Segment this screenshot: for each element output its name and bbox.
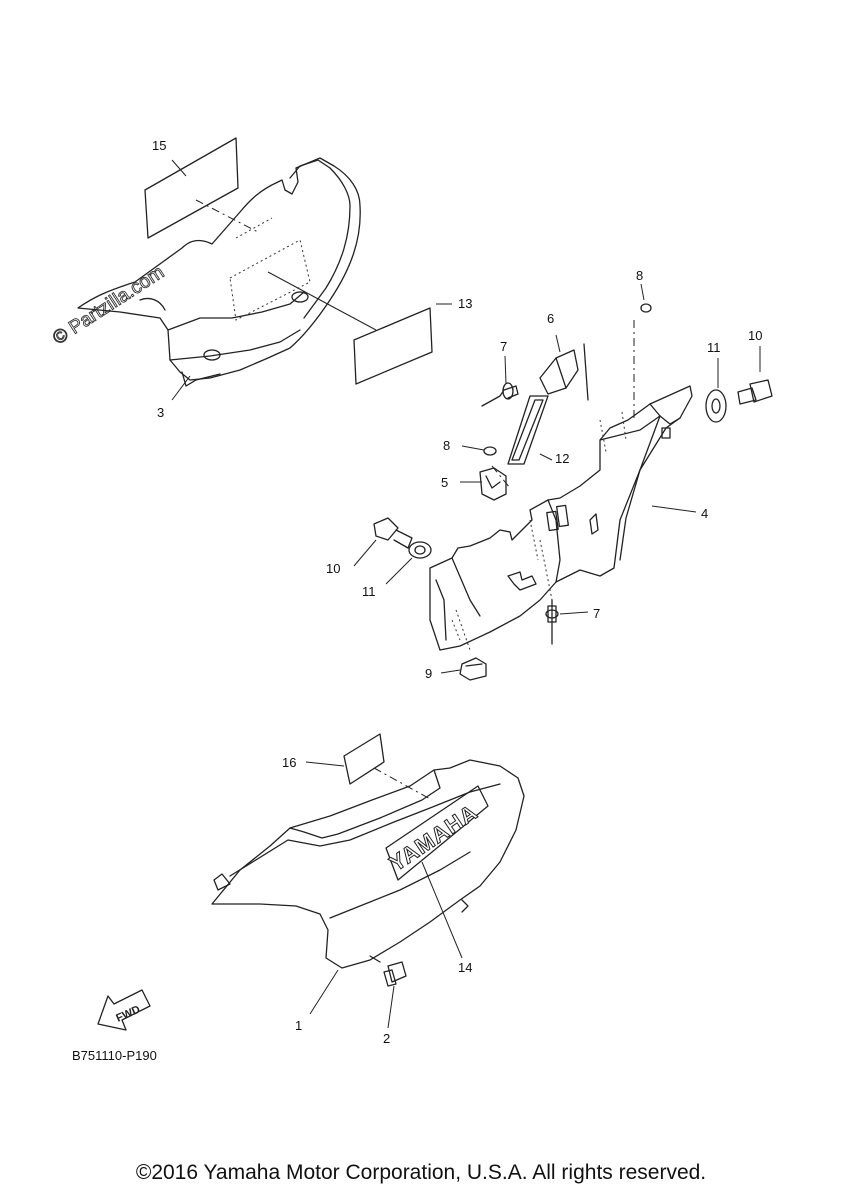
- label-sheet-13: [353, 307, 433, 385]
- callout-14: 14: [458, 960, 472, 975]
- copyright-notice: ©2016 Yamaha Motor Corporation, U.S.A. A…: [135, 1161, 707, 1184]
- fwd-arrow-icon: FWD: [97, 989, 151, 1031]
- holder-6: [539, 343, 589, 401]
- callout-8-upper: 8: [636, 268, 643, 283]
- damper-9: [459, 657, 487, 681]
- callout-9: 9: [425, 666, 432, 681]
- callout-5: 5: [441, 475, 448, 490]
- bracket-assembly: [429, 385, 693, 651]
- rubber-strap: [507, 395, 549, 465]
- callout-12: 12: [555, 451, 569, 466]
- callout-16: 16: [282, 755, 296, 770]
- side-cover-lower: YAMAHA: [211, 759, 525, 969]
- callouts: 15 13 3 8 6 7 11 10 8 12 5 4 10 11 7 9 1…: [152, 138, 762, 1046]
- callout-11-left: 11: [362, 584, 376, 599]
- callout-6: 6: [547, 311, 554, 326]
- brand-emblem-text: YAMAHA: [385, 799, 482, 876]
- rivet-7-lower: [545, 599, 559, 645]
- callout-10-right: 10: [748, 328, 762, 343]
- callout-1: 1: [295, 1018, 302, 1033]
- callout-4: 4: [701, 506, 708, 521]
- grommet-11-left: [408, 541, 432, 559]
- callout-8-lower: 8: [443, 438, 450, 453]
- washer-8-lower: [483, 446, 497, 456]
- bolt-10-left: [373, 517, 413, 549]
- callout-7-upper: 7: [500, 339, 507, 354]
- leader-lines: [171, 159, 761, 1029]
- callout-7-lower: 7: [593, 606, 600, 621]
- label-sheet-16: [343, 733, 385, 785]
- washer-8-upper: [640, 303, 652, 313]
- callout-11-right: 11: [707, 340, 721, 355]
- watermark: © Partzilla.com: [49, 262, 168, 349]
- callout-2: 2: [383, 1031, 390, 1046]
- rivet-7-upper: [481, 382, 519, 407]
- callout-3: 3: [157, 405, 164, 420]
- side-cover-upper: [77, 157, 361, 387]
- bolt-10-right: [737, 379, 773, 405]
- grommet-11-right: [705, 389, 727, 423]
- clip-5: [479, 467, 507, 501]
- diagram-code: B751110-P190: [72, 1048, 157, 1063]
- screw-2: [383, 961, 407, 987]
- callout-10-left: 10: [326, 561, 340, 576]
- callout-13: 13: [458, 296, 472, 311]
- callout-15: 15: [152, 138, 166, 153]
- label-sheet-15: [144, 137, 239, 239]
